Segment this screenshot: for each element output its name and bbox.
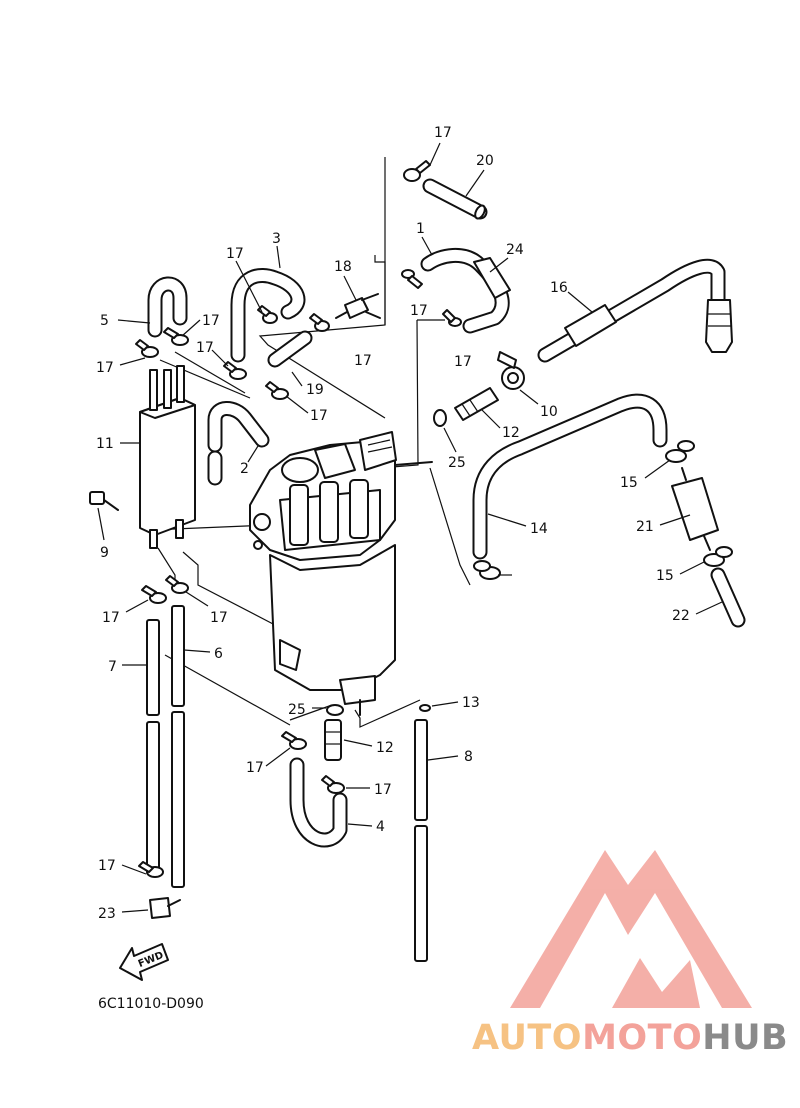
callout-leaders	[97, 142, 723, 913]
part-2-hose	[207, 401, 270, 486]
callout-17: 17	[102, 610, 120, 626]
callout-17: 17	[98, 858, 116, 874]
callout-17: 17	[226, 246, 244, 262]
callout-17: 17	[246, 760, 264, 776]
assembly-lines	[149, 157, 471, 728]
callout-14: 14	[530, 521, 548, 537]
callout-5: 5	[100, 313, 109, 329]
fwd-arrow-icon: FWD	[119, 943, 169, 981]
part-25-o-rings	[326, 409, 447, 716]
callout-25: 25	[448, 455, 466, 471]
callout-17: 17	[196, 340, 214, 356]
part-5-hose	[147, 276, 188, 338]
callout-25: 25	[288, 702, 306, 718]
callout-1: 1	[416, 221, 425, 237]
part-22-hose	[710, 567, 746, 628]
watermark-moto: MOTO	[582, 1018, 703, 1058]
callout-4: 4	[376, 819, 385, 835]
callout-8: 8	[464, 749, 473, 765]
callout-19: 19	[306, 382, 324, 398]
callout-18: 18	[334, 259, 352, 275]
callout-10: 10	[540, 404, 558, 420]
part-4-hose	[289, 757, 348, 848]
part-14-hose	[472, 393, 668, 560]
part-3-hose	[230, 268, 306, 363]
watermark-brand-text: AUTOMOTOHUB	[472, 1018, 788, 1058]
part-8-hose	[414, 719, 428, 962]
callout-15: 15	[620, 475, 638, 491]
callout-16: 16	[550, 280, 568, 296]
watermark-hub: HUB	[702, 1018, 789, 1058]
part-12-fitting-upper	[454, 387, 499, 421]
part-10-clamp	[497, 351, 525, 390]
callout-15: 15	[656, 568, 674, 584]
callout-21: 21	[636, 519, 654, 535]
callout-23: 23	[98, 906, 116, 922]
callout-6: 6	[214, 646, 223, 662]
watermark-logo	[510, 850, 752, 1008]
callout-labels: 17 20 1 24 3 17 18 16 5 17 17 17 17 17 1…	[96, 125, 690, 922]
part-18-tee	[335, 293, 381, 319]
callout-11: 11	[96, 436, 114, 452]
callout-17: 17	[410, 303, 428, 319]
callout-17: 17	[210, 610, 228, 626]
part-13-plug	[419, 704, 431, 712]
callout-22: 22	[672, 608, 690, 624]
part-12-fitting-lower	[324, 719, 342, 761]
callout-17: 17	[454, 354, 472, 370]
part-21-filter	[671, 467, 719, 551]
callout-7: 7	[108, 659, 117, 675]
callout-17: 17	[310, 408, 328, 424]
callout-17: 17	[202, 313, 220, 329]
part-6-hose	[171, 605, 185, 888]
part-16-hose	[537, 258, 733, 363]
part-17-clips	[135, 160, 462, 878]
main-fuel-pump-assembly	[249, 431, 433, 716]
part-15-clips	[473, 440, 733, 580]
callout-9: 9	[100, 545, 109, 561]
callout-2: 2	[240, 461, 249, 477]
callout-17: 17	[354, 353, 372, 369]
callout-24: 24	[506, 242, 524, 258]
callout-17: 17	[96, 360, 114, 376]
part-20-hose	[422, 178, 488, 220]
part-7-hose	[146, 619, 160, 873]
part-9-bolt	[89, 491, 119, 511]
callout-13: 13	[462, 695, 480, 711]
part-23-elbow	[149, 897, 181, 919]
watermark-auto: AUTO	[472, 1018, 583, 1058]
callout-17: 17	[374, 782, 392, 798]
callout-17: 17	[434, 125, 452, 141]
callout-12: 12	[376, 740, 394, 756]
part-19-hose	[267, 330, 313, 368]
part-11-separator	[139, 365, 196, 549]
callout-3: 3	[272, 231, 281, 247]
diagram-reference-code: 6C11010-D090	[98, 996, 204, 1012]
part-1-hose	[420, 248, 511, 334]
callout-12: 12	[502, 425, 520, 441]
callout-20: 20	[476, 153, 494, 169]
